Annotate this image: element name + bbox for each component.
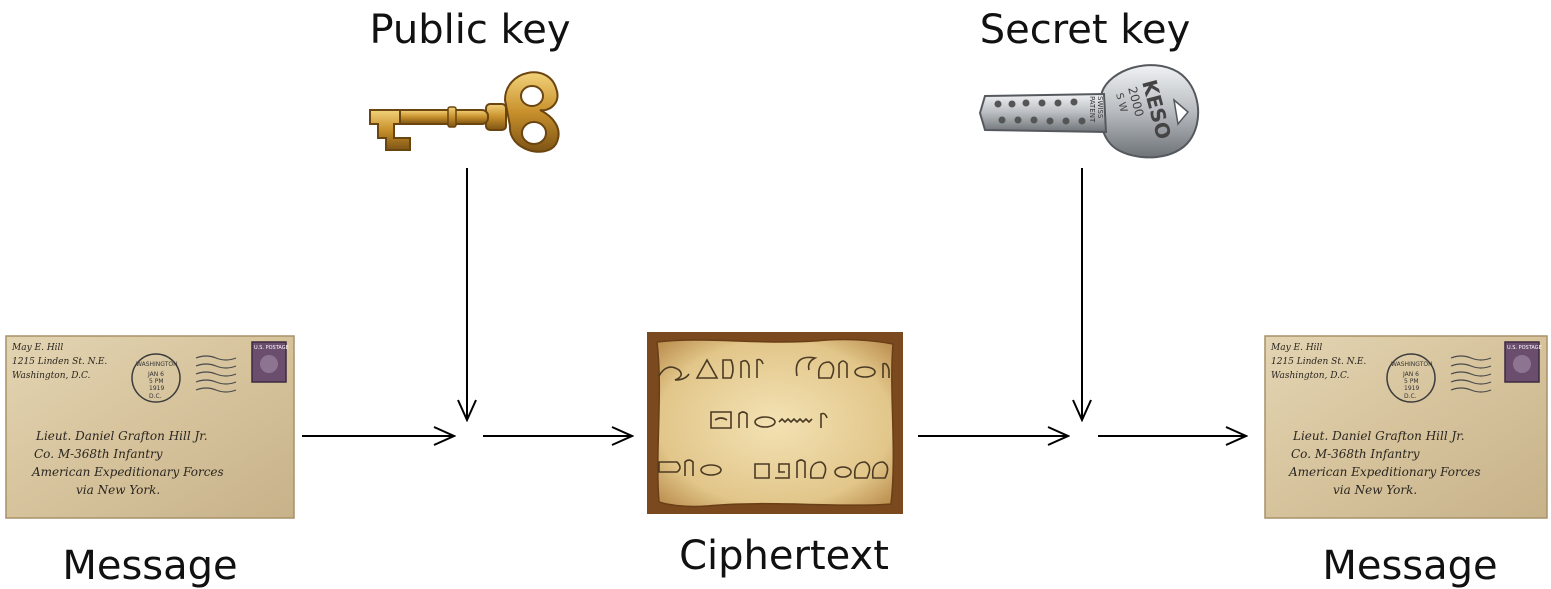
sender-line: Washington, D.C.	[1271, 371, 1350, 381]
sender-line: 1215 Linden St. N.E.	[12, 357, 107, 367]
public-key-label: Public key	[369, 7, 571, 53]
recipient-line: American Expeditionary Forces	[1288, 465, 1481, 479]
message-input-envelope: U.S. POSTAGE WASHINGTON JAN 6 5 PM 1919 …	[5, 335, 295, 519]
postmark-state: D.C.	[149, 393, 162, 400]
recipient-line: Lieut. Daniel Grafton Hill Jr.	[1292, 429, 1465, 443]
sender-line: Washington, D.C.	[12, 371, 91, 381]
secret-key-suffix: S W	[1113, 92, 1129, 114]
ciphertext-parchment	[647, 332, 903, 514]
postmark-date: JAN 6	[147, 371, 164, 378]
postmark-date: JAN 6	[1402, 371, 1419, 378]
public-key-icon	[369, 71, 560, 153]
hieroglyphs-icon	[658, 356, 890, 479]
message-output-envelope: U.S. POSTAGE WASHINGTON JAN 6 5 PM 1919 …	[1264, 335, 1548, 519]
secret-key-icon: SWISS PATENT KESO 2000 S W	[978, 64, 1200, 159]
sender-line: May E. Hill	[1270, 343, 1322, 353]
postmark-year: 1919	[1404, 385, 1419, 392]
postmark-year: 1919	[149, 385, 164, 392]
recipient-line: Co. M-368th Infantry	[34, 447, 163, 461]
sender-line: May E. Hill	[11, 343, 63, 353]
postmark-time: 5 PM	[149, 378, 164, 385]
postmark-time: 5 PM	[1404, 378, 1419, 385]
message-input-label: Message	[62, 543, 238, 589]
recipient-line: Lieut. Daniel Grafton Hill Jr.	[35, 429, 208, 443]
recipient-line: Co. M-368th Infantry	[1291, 447, 1420, 461]
postmark-city: WASHINGTON	[136, 361, 178, 368]
message-output-label: Message	[1322, 543, 1498, 589]
secret-key-patent-line1: SWISS	[1096, 96, 1104, 119]
secret-key-label: Secret key	[979, 7, 1191, 53]
recipient-line: American Expeditionary Forces	[31, 465, 224, 479]
recipient-line: via New York.	[76, 483, 160, 497]
stamp-text: U.S. POSTAGE	[254, 345, 289, 351]
stamp-text: U.S. POSTAGE	[1507, 345, 1542, 351]
recipient-line: via New York.	[1333, 483, 1417, 497]
postmark-city: WASHINGTON	[1391, 361, 1433, 368]
postmark-state: D.C.	[1404, 393, 1417, 400]
sender-line: 1215 Linden St. N.E.	[1271, 357, 1366, 367]
ciphertext-label: Ciphertext	[679, 533, 889, 579]
secret-key-patent-line2: PATENT	[1088, 96, 1096, 123]
